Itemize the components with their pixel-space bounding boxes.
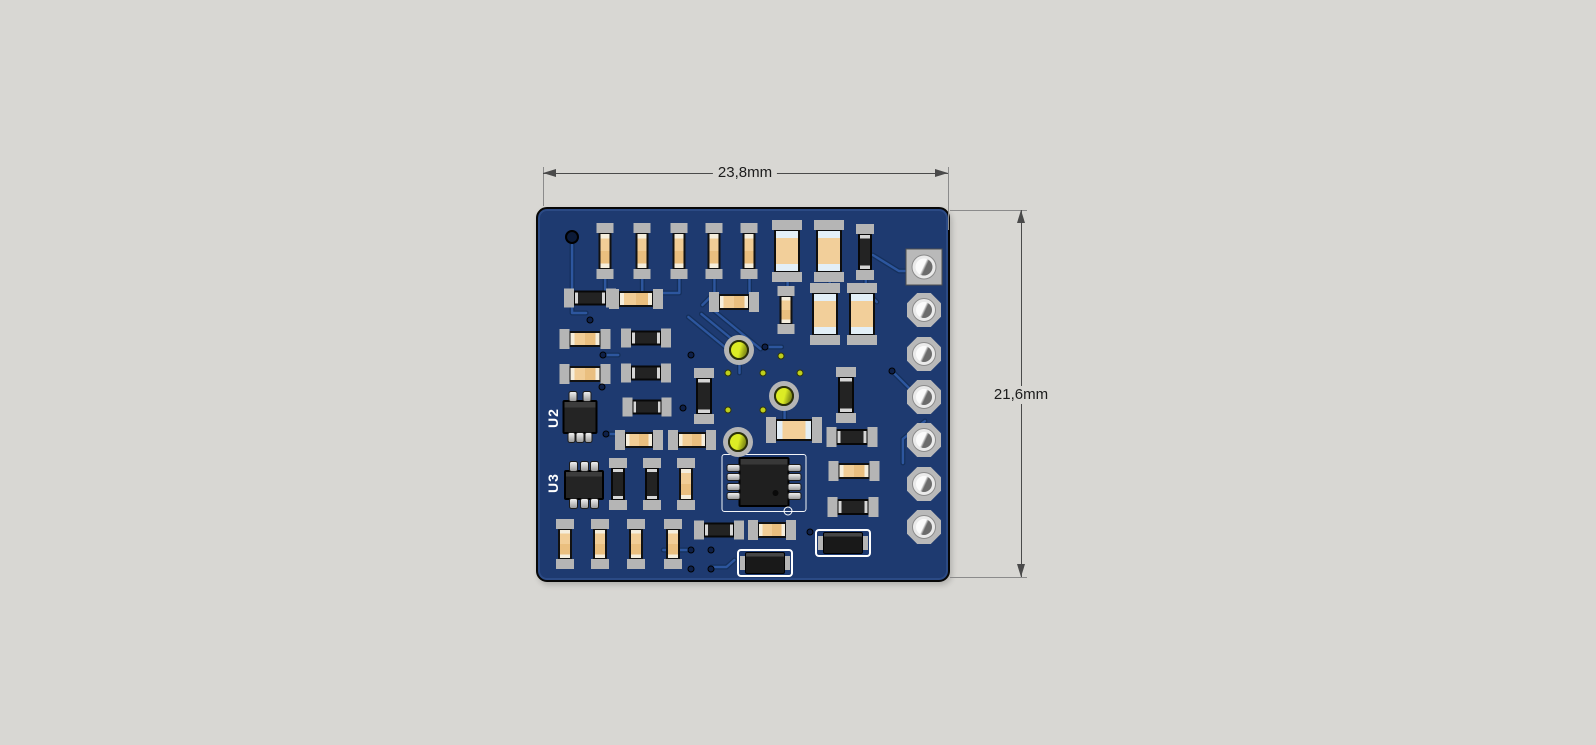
label-u2: U2 — [545, 408, 561, 428]
pcb-board[interactable]: U2 U3 — [536, 207, 950, 582]
dimension-width-arrow-left — [543, 169, 556, 177]
res-v — [643, 458, 661, 510]
res-h — [564, 288, 616, 308]
cap-wide-v — [814, 220, 844, 282]
led — [728, 432, 748, 452]
cap-h — [748, 520, 796, 540]
dimension-width-text[interactable]: 23,8mm — [712, 164, 778, 182]
dimension-height-text[interactable]: 21,6mm — [988, 386, 1054, 404]
via-yellow — [759, 369, 767, 377]
via-dark — [761, 343, 769, 351]
cap-wide-v — [847, 283, 877, 345]
via-yellow — [759, 406, 767, 414]
cap-v — [777, 286, 795, 334]
hole-hex — [907, 510, 941, 544]
via-yellow — [724, 369, 732, 377]
sot23-6 — [564, 461, 604, 509]
via-dark — [599, 351, 607, 359]
via-dark — [602, 430, 610, 438]
cap-h — [559, 364, 611, 384]
drill-hole — [565, 230, 579, 244]
cap-h — [668, 430, 716, 450]
res-v — [609, 458, 627, 510]
dimension-height-extension-top — [950, 210, 1027, 211]
cap-v — [596, 223, 614, 279]
via-dark — [598, 383, 606, 391]
res-h — [621, 363, 671, 383]
label-u3: U3 — [545, 473, 561, 493]
res-v — [694, 368, 714, 424]
dot-white — [783, 506, 793, 516]
cap-wide-v — [810, 283, 840, 345]
cap-wide-h — [766, 417, 822, 443]
hole-hex — [907, 380, 941, 414]
via-dark — [687, 565, 695, 573]
diode — [815, 529, 871, 557]
dimension-width-extension-left — [543, 167, 544, 206]
cap-v — [633, 223, 651, 279]
dimension-height-arrow-bottom — [1017, 564, 1025, 577]
res-v — [836, 367, 856, 423]
led — [774, 386, 794, 406]
cap-v — [591, 519, 609, 569]
via-yellow — [796, 369, 804, 377]
hole-hex — [907, 467, 941, 501]
cap-v — [740, 223, 758, 279]
diode — [737, 549, 793, 577]
cap-h — [559, 329, 611, 349]
hole-hex — [907, 337, 941, 371]
via-dark — [679, 404, 687, 412]
via-yellow — [777, 352, 785, 360]
cap-v — [705, 223, 723, 279]
dimension-height-arrow-top — [1017, 210, 1025, 223]
res-h — [621, 328, 671, 348]
via-dark — [707, 565, 715, 573]
cap-v — [677, 458, 695, 510]
cap-v — [556, 519, 574, 569]
res-v — [856, 224, 874, 280]
via-dark — [687, 351, 695, 359]
res-h — [826, 427, 878, 447]
res-h — [827, 497, 879, 517]
via-yellow — [724, 406, 732, 414]
res-h — [694, 520, 744, 540]
cap-h — [709, 292, 759, 312]
hole-square — [905, 248, 943, 286]
via-dark — [888, 367, 896, 375]
via-dark — [707, 546, 715, 554]
cap-h — [615, 430, 663, 450]
dimension-width-extension-right — [948, 167, 949, 230]
cap-v — [664, 519, 682, 569]
cap-h — [828, 461, 880, 481]
led — [729, 340, 749, 360]
cap-v — [670, 223, 688, 279]
hole-hex — [907, 293, 941, 327]
cap-v — [627, 519, 645, 569]
soic8 — [721, 454, 807, 512]
via-dark — [586, 316, 594, 324]
hole-hex — [907, 423, 941, 457]
cap-h — [609, 289, 663, 309]
via-dark — [806, 528, 814, 536]
dimension-width-arrow-right — [935, 169, 948, 177]
cap-wide-v — [772, 220, 802, 282]
sot23-5 — [562, 391, 598, 443]
dimension-height-extension-bottom — [950, 577, 1027, 578]
component-layer — [538, 209, 948, 580]
res-h — [622, 397, 672, 417]
via-dark — [687, 546, 695, 554]
